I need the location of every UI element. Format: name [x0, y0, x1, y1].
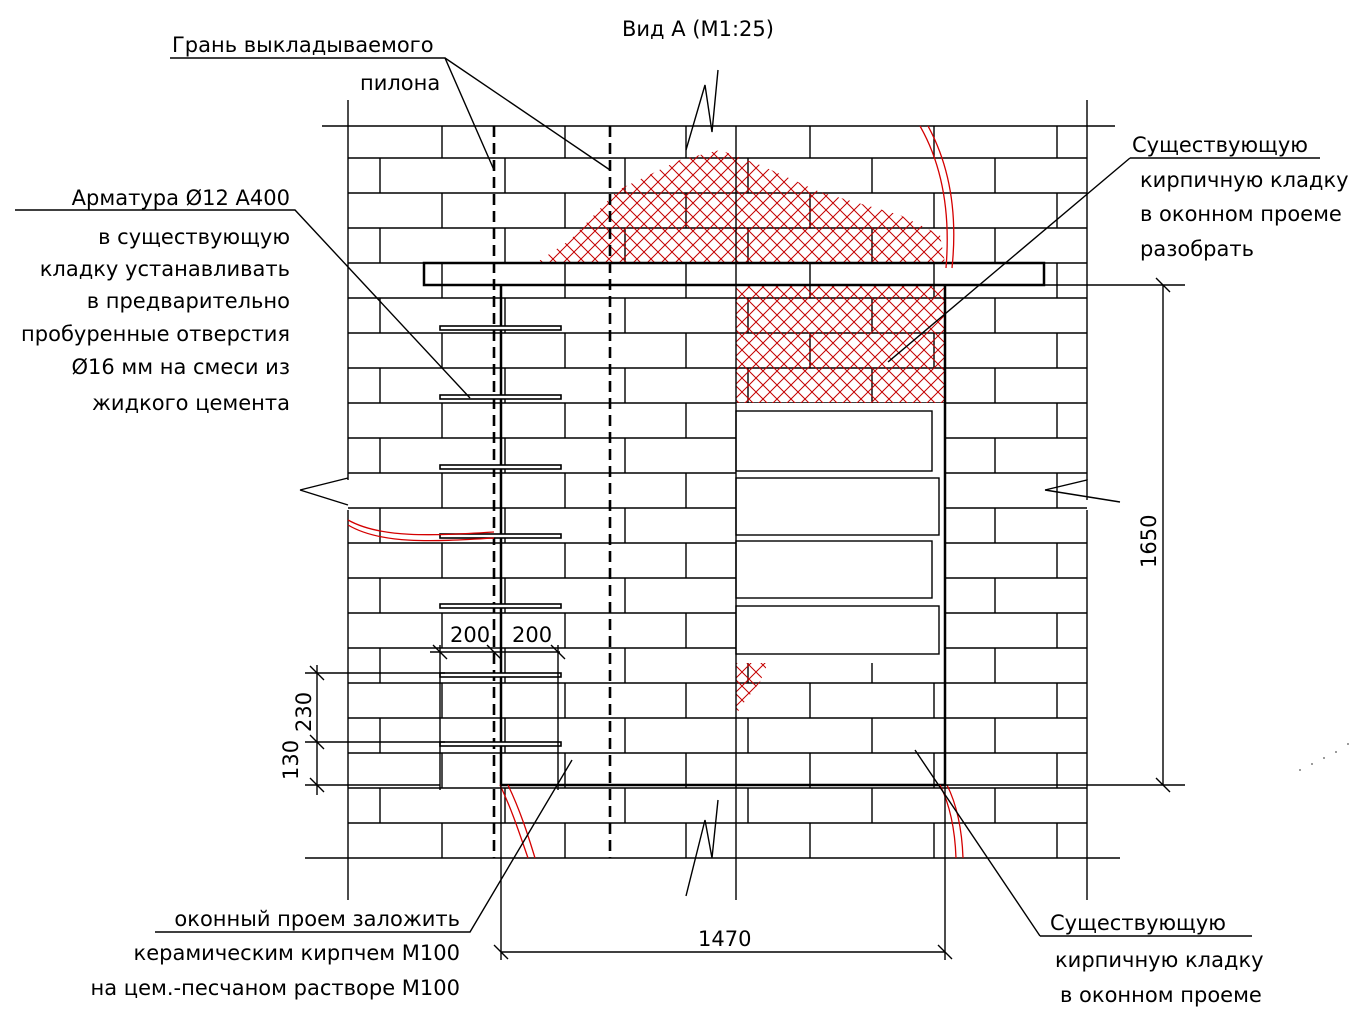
label-pylon-face-2: пилона	[360, 71, 440, 95]
dim-width: 1470	[698, 927, 751, 951]
lintel-beam	[422, 261, 1046, 287]
label-rebar-3: кладку устанавливать	[40, 257, 290, 281]
stray-dots	[1299, 743, 1349, 771]
label-dismantle-4: разобрать	[1140, 237, 1254, 261]
dim-vertical-130: 130	[279, 740, 303, 780]
label-rebar-1: Арматура Ø12 А400	[72, 186, 290, 210]
dim-spacing-right: 200	[512, 623, 552, 647]
label-rebar-2: в существующую	[98, 225, 290, 249]
label-existing-3: в оконном проеме	[1060, 983, 1262, 1007]
dimension-lines	[305, 277, 1185, 960]
label-rebar-5: пробуренные отверстия	[21, 322, 290, 346]
view-title: Вид А (М1:25)	[622, 17, 774, 41]
leader-lines	[15, 57, 1320, 937]
label-existing-2: кирпичную кладку	[1055, 948, 1264, 972]
dim-height: 1650	[1137, 515, 1161, 568]
window-opening	[736, 403, 944, 663]
label-infill-1: оконный проем заложить	[174, 907, 460, 931]
label-infill-2: керамическим кирпчем М100	[134, 941, 460, 965]
label-rebar-7: жидкого цемента	[92, 391, 290, 415]
dim-vertical-230: 230	[292, 692, 316, 732]
wall-outline	[299, 69, 1121, 900]
label-dismantle-3: в оконном проеме	[1140, 202, 1342, 226]
pylon-face-lines	[492, 126, 612, 858]
label-dismantle-1: Существующую	[1132, 133, 1308, 157]
dim-spacing-left: 200	[450, 623, 490, 647]
label-existing-1: Существующую	[1050, 911, 1226, 935]
label-dismantle-2: кирпичную кладку	[1140, 168, 1349, 192]
label-infill-3: на цем.-песчаном растворе М100	[91, 976, 460, 1000]
label-pylon-face-1: Грань выкладываемого	[172, 33, 434, 57]
label-rebar-6: Ø16 мм на смеси из	[71, 355, 290, 379]
label-rebar-4: в предварительно	[87, 289, 290, 313]
